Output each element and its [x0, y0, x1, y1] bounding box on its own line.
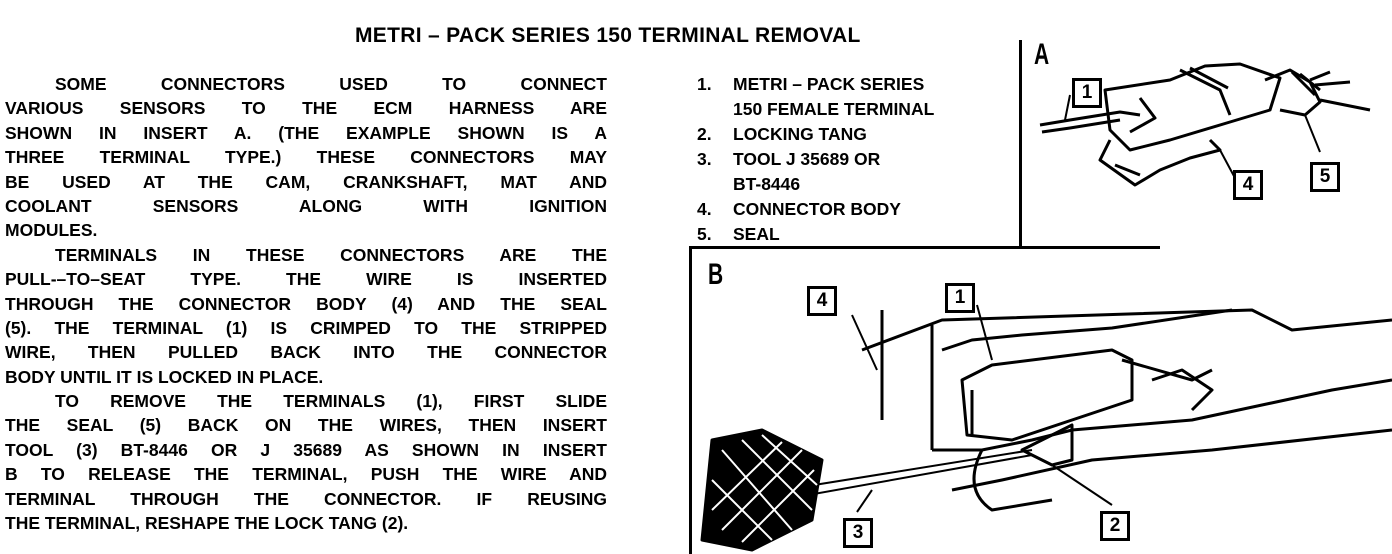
callout-a-connector-body: 4 — [1233, 170, 1263, 200]
paragraph-line: VARIOUS SENSORS TO THE ECM HARNESS ARE — [5, 98, 607, 119]
legend-number: 2. — [697, 124, 712, 144]
legend-text-continued: BT-8446 — [733, 174, 801, 194]
legend-text: LOCKING TANG — [733, 124, 867, 144]
callout-b-terminal: 1 — [945, 283, 975, 313]
inset-b-left-border — [689, 246, 692, 554]
legend-item: 2. LOCKING TANG — [697, 122, 934, 147]
paragraph-line: WIRE, THEN PULLED BACK INTO THE CONNECTO… — [5, 342, 607, 363]
legend-number: 1. — [697, 74, 712, 94]
inset-divider — [690, 246, 1160, 249]
legend-item: 3. TOOL J 35689 OR — [697, 147, 934, 172]
paragraph-line: SHOWN IN INSERT A. (THE EXAMPLE SHOWN IS… — [5, 122, 607, 143]
paragraph-line: (5). THE TERMINAL (1) IS CRIMPED TO THE … — [5, 317, 607, 338]
inset-a-label: A — [1034, 38, 1050, 71]
paragraph-line: BE USED AT THE CAM, CRANKSHAFT, MAT AND — [5, 171, 607, 192]
body-text: SOME CONNECTORS USED TO CONNECT VARIOUS S… — [5, 72, 607, 535]
tool-insertion-illustration-b — [700, 304, 1392, 552]
inset-b-label: B — [708, 258, 724, 291]
paragraph-line: TERMINALS IN THESE CONNECTORS ARE THE — [55, 244, 607, 265]
legend-item: 5. SEAL — [697, 222, 934, 247]
paragraph-line: B TO RELEASE THE TERMINAL, PUSH THE WIRE… — [5, 464, 607, 485]
connector-illustration-a — [1039, 62, 1371, 187]
paragraph-line: TO REMOVE THE TERMINALS (1), FIRST SLIDE — [55, 391, 607, 412]
paragraph-line: MODULES. — [5, 220, 98, 241]
legend-number: 3. — [697, 149, 712, 169]
legend-item: 4. CONNECTOR BODY — [697, 197, 934, 222]
parts-legend: 1. METRI – PACK SERIES 150 FEMALE TERMINAL… — [697, 72, 934, 247]
callout-b-connector-body: 4 — [807, 286, 837, 316]
legend-number: 5. — [697, 224, 712, 244]
callout-b-tool: 3 — [843, 518, 873, 548]
legend-text: CONNECTOR BODY — [733, 199, 901, 219]
paragraph-line: TERMINAL THROUGH THE CONNECTOR. IF REUSI… — [5, 488, 607, 509]
legend-text: METRI – PACK SERIES — [733, 74, 925, 94]
legend-number: 4. — [697, 199, 712, 219]
legend-text-continued: 150 FEMALE TERMINAL — [733, 99, 935, 119]
callout-a-seal: 5 — [1310, 162, 1340, 192]
paragraph-line: THE SEAL (5) BACK ON THE WIRES, THEN INS… — [5, 415, 607, 436]
legend-text: SEAL — [733, 224, 780, 244]
paragraph-line: THREE TERMINAL TYPE.) THESE CONNECTORS M… — [5, 147, 607, 168]
legend-item: 1. METRI – PACK SERIES — [697, 72, 934, 97]
paragraph-line: THE TERMINAL, RESHAPE THE LOCK TANG (2). — [5, 513, 409, 534]
legend-text: TOOL J 35689 OR — [733, 149, 881, 169]
inset-a-left-border — [1019, 40, 1022, 248]
paragraph-line: THROUGH THE CONNECTOR BODY (4) AND THE S… — [5, 293, 607, 314]
page-title: METRI – PACK SERIES 150 TERMINAL REMOVAL — [355, 24, 861, 47]
paragraph-line: TOOL (3) BT-8446 OR J 35689 AS SHOWN IN … — [5, 439, 607, 460]
paragraph-line: BODY UNTIL IT IS LOCKED IN PLACE. — [5, 366, 324, 387]
paragraph-line: COOLANT SENSORS ALONG WITH IGNITION — [5, 195, 607, 216]
paragraph-line: PULL-–TO–SEAT TYPE. THE WIRE IS INSERTED — [5, 269, 607, 290]
callout-b-locking-tang: 2 — [1100, 511, 1130, 541]
paragraph-line: SOME CONNECTORS USED TO CONNECT — [55, 74, 607, 94]
callout-a-terminal: 1 — [1072, 78, 1102, 108]
